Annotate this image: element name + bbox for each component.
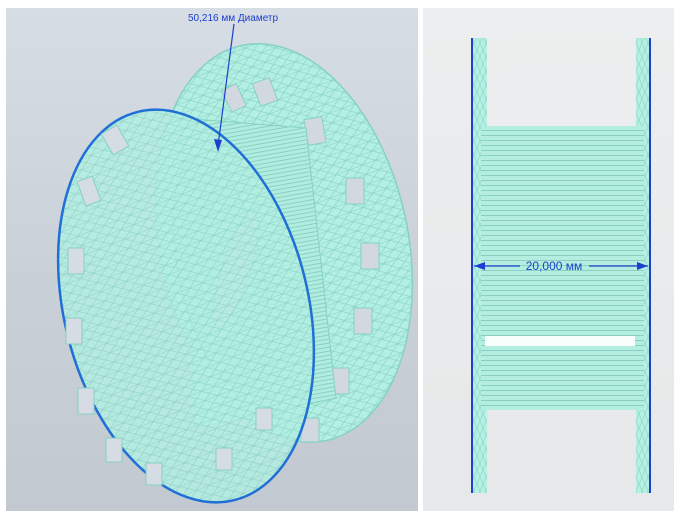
diameter-dimension[interactable]: 50,216 мм Диаметр [188, 13, 278, 152]
hub-highlight [485, 336, 635, 346]
side-viewport[interactable]: 20,000 мм [423, 8, 674, 511]
width-label: 20,000 мм [526, 259, 583, 273]
isometric-viewport[interactable]: 50,216 мм Диаметр [6, 8, 418, 511]
width-dimension[interactable]: 20,000 мм [474, 259, 648, 273]
hub-body [481, 126, 644, 410]
side-spool-drawing: 20,000 мм [471, 38, 651, 493]
front-flange [56, 108, 316, 504]
isometric-spool-drawing: 50,216 мм Диаметр [56, 13, 414, 504]
diameter-label: 50,216 мм Диаметр [188, 13, 278, 24]
